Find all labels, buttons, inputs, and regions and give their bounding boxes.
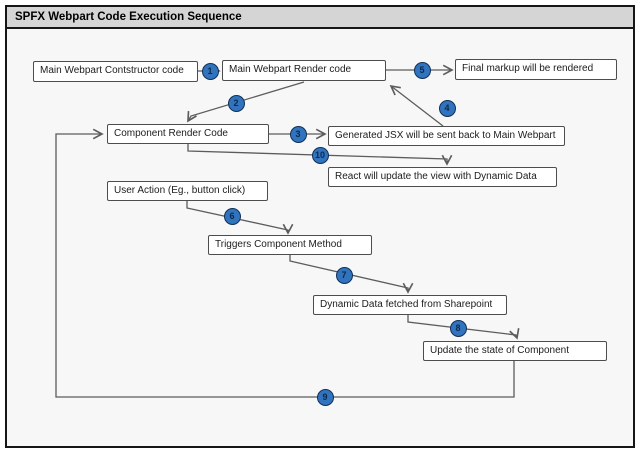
step-badge-2: 2 [227,94,245,112]
node-component-render: Component Render Code [107,124,269,144]
diagram-title: SPFX Webpart Code Execution Sequence [15,11,242,23]
node-generated-jsx: Generated JSX will be sent back to Main … [328,126,565,146]
step-badge-4: 4 [438,99,456,117]
node-react-update-view: React will update the view with Dynamic … [328,167,557,187]
step-badge-5: 5 [413,61,431,79]
node-main-webpart-constructor: Main Webpart Contstructor code [33,61,198,82]
node-dynamic-data-fetched: Dynamic Data fetched from Sharepoint [313,295,507,315]
step-badge-6: 6 [223,207,241,225]
node-update-state: Update the state of Component [423,341,607,361]
node-triggers-component-method: Triggers Component Method [208,235,372,255]
step-badge-9: 9 [316,388,334,406]
step-badge-7: 7 [335,266,353,284]
node-user-action: User Action (Eg., button click) [107,181,268,201]
step-badge-8: 8 [449,319,467,337]
node-main-webpart-render: Main Webpart Render code [222,60,386,81]
edge-step-2 [187,81,305,123]
step-badge-1: 1 [201,62,219,80]
edge-step-9 [55,128,515,398]
node-final-markup: Final markup will be rendered [455,59,617,80]
step-badge-10: 10 [311,146,329,164]
diagram-title-bar: SPFX Webpart Code Execution Sequence [7,7,633,29]
edge-step-4 [389,84,444,127]
step-badge-3: 3 [289,125,307,143]
